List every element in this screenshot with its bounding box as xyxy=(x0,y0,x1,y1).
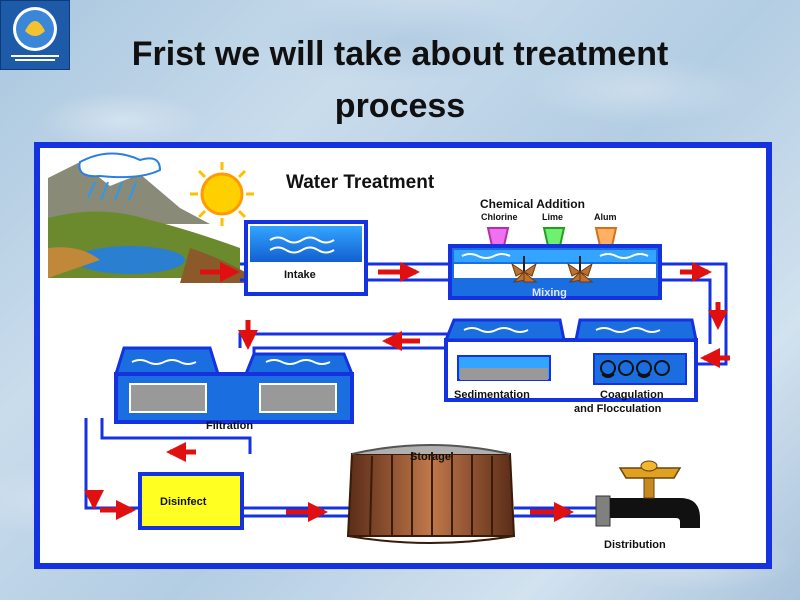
mixing-tank xyxy=(448,244,662,300)
distribution-label: Distribution xyxy=(604,539,666,551)
mixing-label: Mixing xyxy=(532,287,567,299)
title-line-1: Frist we will take about treatment xyxy=(131,35,669,73)
sedimentation-label: Sedimentation xyxy=(454,389,530,401)
filtration-label: Filtration xyxy=(206,420,253,432)
landscape-scene xyxy=(48,152,245,283)
sun-icon xyxy=(190,162,254,226)
storage-tank xyxy=(346,444,516,544)
title-line-2: process xyxy=(334,87,466,125)
disinfect-tank xyxy=(138,472,244,530)
coagulation-label-line2: and Flocculation xyxy=(574,403,662,415)
lime-label: Lime xyxy=(542,212,563,222)
intake-tank xyxy=(244,220,368,296)
filtration-tank xyxy=(113,346,355,424)
storage-label: Storage xyxy=(410,451,451,463)
water-treatment-diagram: Water Treatment Chemical Addition Chlori… xyxy=(34,142,772,569)
mixer-propeller-icon xyxy=(511,256,594,283)
faucet-icon xyxy=(595,460,700,528)
logo xyxy=(0,0,70,70)
disinfect-label: Disinfect xyxy=(160,496,207,508)
intake-label: Intake xyxy=(284,269,316,281)
sedimentation-coagulation-tanks xyxy=(443,318,698,402)
flow-arrows xyxy=(84,262,730,522)
chemical-addition-label: Chemical Addition xyxy=(480,197,585,211)
coagulation-label-line1: Coagulation xyxy=(600,389,664,401)
slide-title: Frist we will take about treatment proce… xyxy=(60,28,740,132)
alum-label: Alum xyxy=(594,212,617,222)
diagram-heading: Water Treatment xyxy=(286,172,435,193)
chlorine-label: Chlorine xyxy=(481,212,518,222)
